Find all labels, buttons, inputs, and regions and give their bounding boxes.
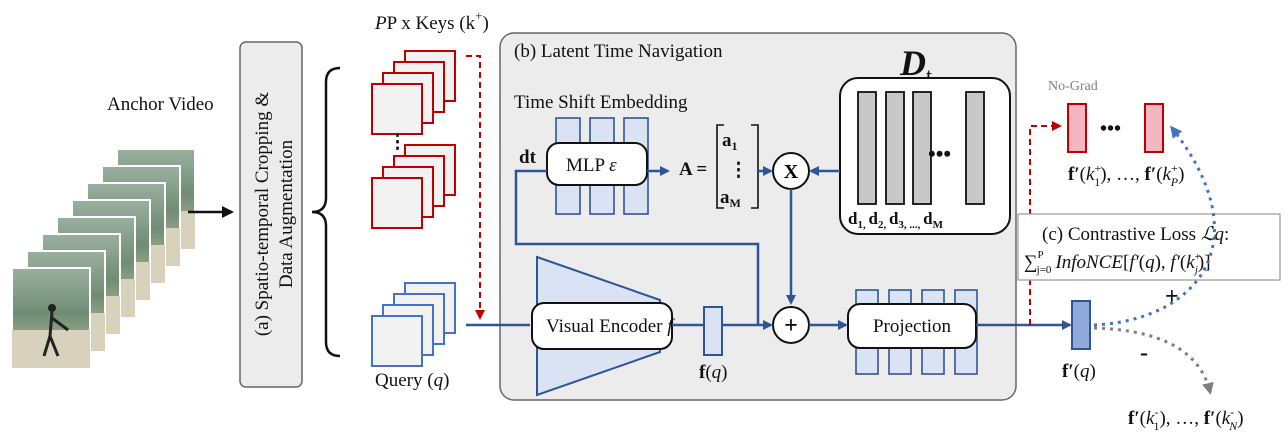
positive-outputs-label: f′(k+1), …, f′(k+P) bbox=[1068, 161, 1184, 189]
key-stack-bottom bbox=[371, 144, 456, 229]
direction-ellipsis: ••• bbox=[928, 141, 951, 166]
flow-lines bbox=[466, 166, 1072, 330]
minus-sign: - bbox=[1140, 340, 1148, 366]
a-prefix: A = bbox=[679, 159, 707, 180]
mlp-box bbox=[546, 142, 648, 186]
crop-label-line2: Data Augmentation bbox=[276, 139, 297, 288]
direction-vector bbox=[912, 91, 932, 205]
vertical-ellipsis: ⋮ bbox=[388, 132, 407, 153]
dt-input-label: dt bbox=[519, 147, 537, 168]
direction-vector bbox=[857, 91, 877, 205]
query-output-feature bbox=[1071, 300, 1091, 350]
fq-feature bbox=[703, 306, 723, 356]
encoder-label: Visual Encoder f bbox=[546, 316, 675, 337]
keys-label: PP x Keys (k+) bbox=[374, 8, 489, 34]
mlp-label: MLP ε bbox=[566, 155, 617, 176]
query-frame bbox=[371, 315, 423, 367]
projection-label: Projection bbox=[873, 316, 952, 337]
add-symbol: + bbox=[784, 313, 798, 339]
positive-feature-1 bbox=[1067, 103, 1087, 153]
negative-outputs-label: f′(k-1), …, f′(k-N) bbox=[1128, 405, 1244, 433]
crop-augment-box bbox=[239, 41, 303, 388]
direction-bars bbox=[857, 91, 985, 205]
key-stack-top bbox=[371, 50, 456, 135]
anchor-video-frames bbox=[11, 148, 196, 369]
loss-line1: (c) Contrastive Loss ℒq: bbox=[1042, 224, 1229, 245]
player-body bbox=[42, 311, 69, 357]
multiply-symbol: X bbox=[784, 161, 799, 183]
plus-sign: + bbox=[1165, 284, 1179, 310]
positive-feature-p bbox=[1144, 103, 1164, 153]
player-head bbox=[48, 304, 56, 312]
loss-box bbox=[1017, 213, 1281, 281]
anchor-video-label: Anchor Video bbox=[107, 94, 214, 115]
positive-ellipsis: ••• bbox=[1100, 118, 1121, 140]
direction-vector bbox=[965, 91, 985, 205]
video-frame bbox=[11, 267, 91, 369]
positive-curve bbox=[1093, 125, 1216, 327]
key-frame bbox=[371, 83, 423, 135]
query-stack bbox=[371, 282, 456, 367]
direction-vector bbox=[885, 91, 905, 205]
fq-label: f(q) bbox=[699, 362, 727, 383]
a-bracket-right bbox=[751, 124, 759, 209]
negative-curve bbox=[1093, 326, 1214, 395]
panel-title: (b) Latent Time Navigation bbox=[514, 41, 723, 62]
brace bbox=[311, 66, 341, 358]
direction-labels: d1, d2, d3, ..., dM bbox=[848, 209, 944, 231]
key-frame bbox=[371, 177, 423, 229]
time-shift-label: Time Shift Embedding bbox=[514, 92, 688, 113]
key-to-query-arrow bbox=[466, 55, 485, 320]
nograd-label: No-Grad bbox=[1048, 79, 1098, 94]
a-dots: ⋮ bbox=[729, 160, 748, 181]
crop-label-line1: (a) Spatio-temporal Cropping & bbox=[252, 92, 273, 337]
query-output-label: f′(q) bbox=[1062, 361, 1096, 382]
query-label: Query (q) bbox=[375, 370, 449, 391]
a-bracket-left bbox=[716, 124, 724, 209]
